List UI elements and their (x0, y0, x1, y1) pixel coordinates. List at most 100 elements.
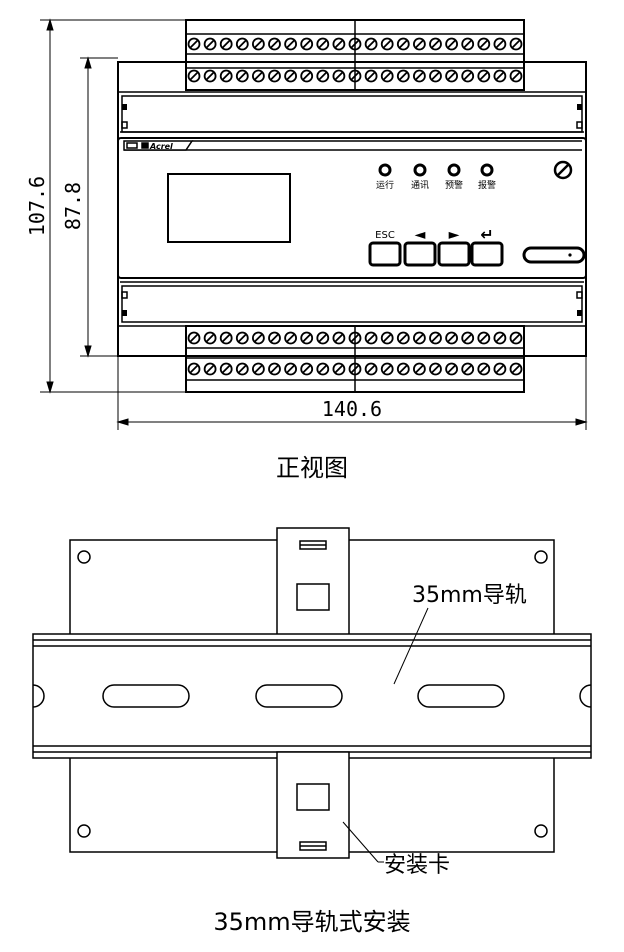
led-label-alarm: 报警 (478, 179, 496, 191)
terminal-screw-icon (268, 37, 281, 51)
housing-outline (117, 61, 587, 357)
terminal-screw-icon (429, 362, 442, 376)
terminal-screw-icon (396, 37, 410, 51)
led-label-comm: 通讯 (411, 180, 429, 191)
terminal-screw-icon (284, 331, 298, 345)
terminal-screw-icon (219, 331, 233, 345)
esc-key (368, 241, 402, 267)
terminal-screw-icon (348, 331, 362, 345)
led-run-icon (378, 163, 392, 177)
adjust-screw-icon (553, 160, 573, 180)
bottom-terminal-row-1 (187, 331, 523, 345)
terminal-screw-icon (203, 362, 217, 376)
terminal-screw-icon (187, 362, 201, 376)
right-key (437, 241, 471, 267)
clip-label: 安装卡 (384, 853, 450, 878)
terminal-screw-icon (461, 362, 475, 376)
terminal-screw-icon (235, 362, 249, 376)
terminal-screw-icon (477, 37, 491, 51)
indicator-leds: 运行 通讯 预警 报警 (376, 163, 496, 191)
terminal-screw-icon (284, 69, 298, 83)
button-label-right: ► (449, 227, 460, 243)
logo-area: Acrel (123, 140, 194, 151)
terminal-screw-icon (445, 331, 459, 345)
led-comm-icon (413, 163, 427, 177)
rail-view: 35mm导轨 安装卡 35mm导轨式安装 (32, 527, 592, 936)
terminal-screw-icon (412, 362, 426, 376)
terminal-screw-icon (364, 69, 378, 83)
terminal-screw-icon (284, 37, 298, 51)
terminal-screw-icon (219, 69, 233, 83)
dimension-lines (40, 18, 588, 430)
terminal-screw-icon (187, 69, 201, 83)
logo-text: Acrel (149, 142, 173, 151)
upper-mounting-clip (276, 527, 350, 639)
terminal-screw-icon (396, 362, 410, 376)
terminal-screw-icon (187, 331, 201, 345)
terminal-screw-icon (493, 69, 507, 83)
terminal-screw-icon (461, 69, 475, 83)
terminal-screw-icon (348, 37, 362, 51)
terminal-screw-icon (477, 362, 491, 376)
terminal-screw-icon (219, 362, 233, 376)
terminal-screw-icon (412, 331, 426, 345)
led-label-run: 运行 (376, 179, 394, 191)
terminal-screw-icon (332, 69, 346, 83)
top-terminal-row-1 (187, 37, 523, 51)
button-label-enter: ↵ (480, 225, 493, 244)
terminal-screw-icon (348, 69, 362, 83)
terminal-screw-icon (235, 37, 249, 51)
terminal-screw-icon (316, 362, 330, 376)
bottom-terminal-block (185, 325, 525, 393)
dim-width: 140.6 (322, 397, 382, 421)
front-view: Acrel 运行 通讯 预警 报警 ESC ◄ ► ↵ (25, 18, 588, 482)
button-label-left: ◄ (415, 227, 426, 243)
terminal-screw-icon (332, 331, 346, 345)
terminal-screw-icon (316, 69, 330, 83)
terminal-screw-icon (332, 362, 346, 376)
terminal-screw-icon (364, 37, 378, 51)
front-panel (117, 137, 587, 279)
enter-key (470, 241, 504, 267)
rail-view-caption: 35mm导轨式安装 (213, 908, 410, 936)
terminal-screw-icon (300, 37, 314, 51)
terminal-screw-icon (477, 331, 491, 345)
terminal-screw-icon (493, 362, 507, 376)
bottom-rail-slot (121, 285, 583, 323)
terminal-screw-icon (396, 331, 410, 345)
terminal-screw-icon (203, 69, 217, 83)
terminal-screw-icon (477, 69, 491, 83)
top-rail-slot (121, 95, 583, 133)
label-slot (522, 246, 586, 264)
terminal-screw-icon (429, 69, 442, 83)
terminal-screw-icon (332, 37, 346, 51)
terminal-screw-icon (203, 331, 217, 345)
terminal-screw-icon (380, 37, 394, 51)
terminal-screw-icon (300, 362, 314, 376)
terminal-screw-icon (316, 37, 330, 51)
front-view-caption: 正视图 (276, 454, 348, 482)
terminal-screw-icon (509, 37, 523, 51)
terminal-screw-icon (268, 331, 281, 345)
led-warning-icon (447, 163, 461, 177)
button-label-esc: ESC (375, 230, 395, 241)
lcd-display (167, 173, 291, 243)
terminal-screw-icon (364, 362, 378, 376)
terminal-screw-icon (300, 331, 314, 345)
terminal-screw-icon (300, 69, 314, 83)
terminal-screw-icon (251, 69, 265, 83)
keypad (368, 241, 504, 267)
terminal-screw-icon (396, 69, 410, 83)
terminal-screw-icon (445, 69, 459, 83)
terminal-screw-icon (251, 37, 265, 51)
terminal-screw-icon (412, 37, 426, 51)
terminal-screw-icon (445, 37, 459, 51)
led-label-warning: 预警 (445, 179, 463, 191)
din-rail (32, 633, 592, 759)
terminal-screw-icon (268, 362, 281, 376)
terminal-screw-icon (284, 362, 298, 376)
terminal-screw-icon (251, 362, 265, 376)
terminal-screw-icon (461, 37, 475, 51)
left-key (403, 241, 437, 267)
